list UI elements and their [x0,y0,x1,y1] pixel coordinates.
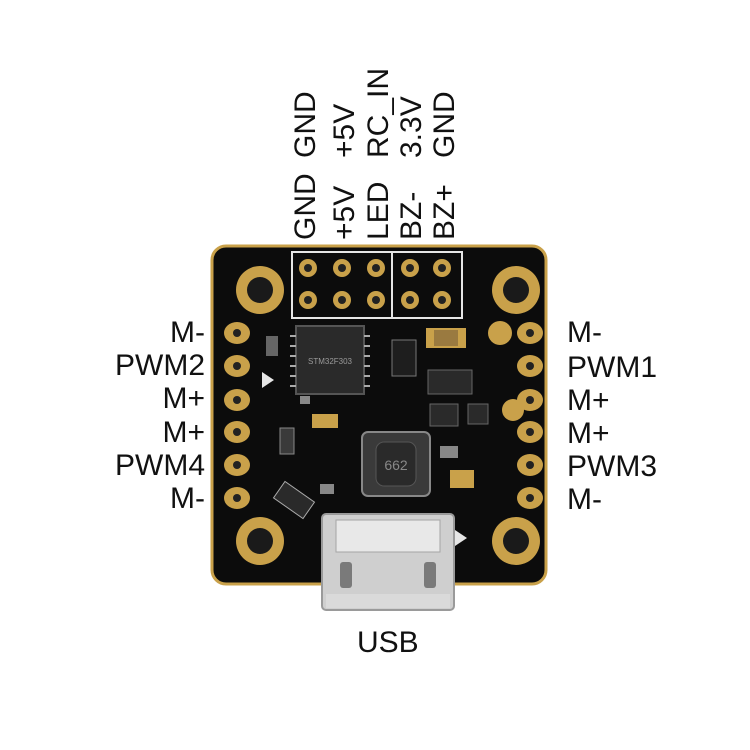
right-label-3: M+ [567,384,610,417]
right-label-5: PWM3 [567,450,657,483]
top-label-upper-2: +5V [328,103,361,158]
right-label-6: M- [567,483,602,516]
left-label-6: M- [170,482,205,515]
top-label-upper-4: 3.3V [395,96,428,158]
right-label-2: PWM1 [567,351,657,384]
left-label-1: M- [170,316,205,349]
right-label-1: M- [567,316,602,349]
mcu-marking: STM32F303 [308,357,353,366]
left-label-5: PWM4 [115,449,205,482]
usb-label: USB [357,626,419,659]
left-label-4: M+ [162,416,205,449]
top-label-upper-5: GND [428,91,461,158]
top-label-upper-3: RC_IN [362,67,395,158]
left-label-2: PWM2 [115,349,205,382]
top-label-upper-1: GND [289,91,322,158]
right-motor-pads [488,321,543,509]
left-label-3: M+ [162,382,205,415]
top-header-pads [291,251,463,319]
top-label-lower-1: GND [289,173,322,240]
mcu-chip: STM32F303 [290,325,370,395]
inductor-marking: 662 [384,457,408,473]
usb-connector [321,513,455,611]
inductor: 662 [361,431,431,497]
right-label-4: M+ [567,417,610,450]
top-label-lower-2: +5V [328,185,361,240]
components [262,328,489,546]
top-label-lower-3: LED [362,181,395,240]
top-label-lower-4: BZ- [395,191,428,240]
top-label-lower-5: BZ+ [428,184,461,240]
